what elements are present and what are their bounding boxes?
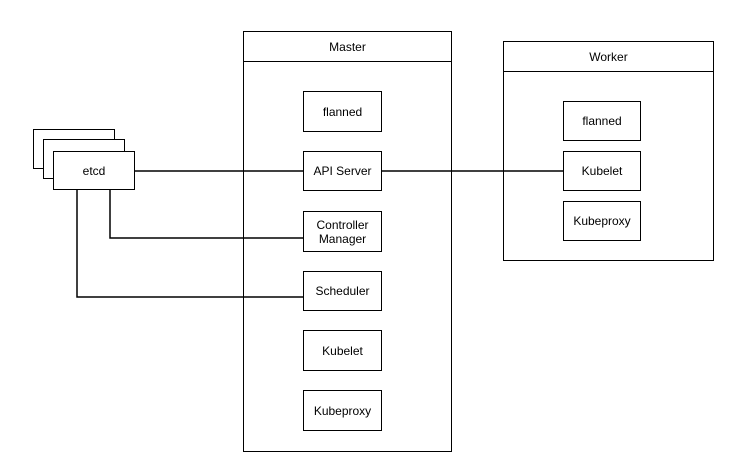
etcd-to-controller-manager-line	[109, 189, 303, 239]
master-flanned-box: flanned	[303, 91, 382, 132]
worker-flanned-box: flanned	[563, 101, 641, 141]
master-controller-manager-box: Controller Manager	[303, 211, 382, 252]
etcd-box: etcd	[53, 151, 135, 190]
worker-kubelet-box: Kubelet	[563, 151, 641, 191]
master-kubeproxy-box: Kubeproxy	[303, 390, 382, 431]
etcd-to-scheduler-line	[76, 189, 303, 298]
worker-kubeproxy-box: Kubeproxy	[563, 201, 641, 241]
master-kubelet-box: Kubelet	[303, 330, 382, 371]
master-scheduler-box: Scheduler	[303, 271, 382, 311]
master-title: Master	[244, 32, 451, 62]
worker-title: Worker	[504, 42, 713, 72]
master-api-server-box: API Server	[303, 151, 382, 191]
